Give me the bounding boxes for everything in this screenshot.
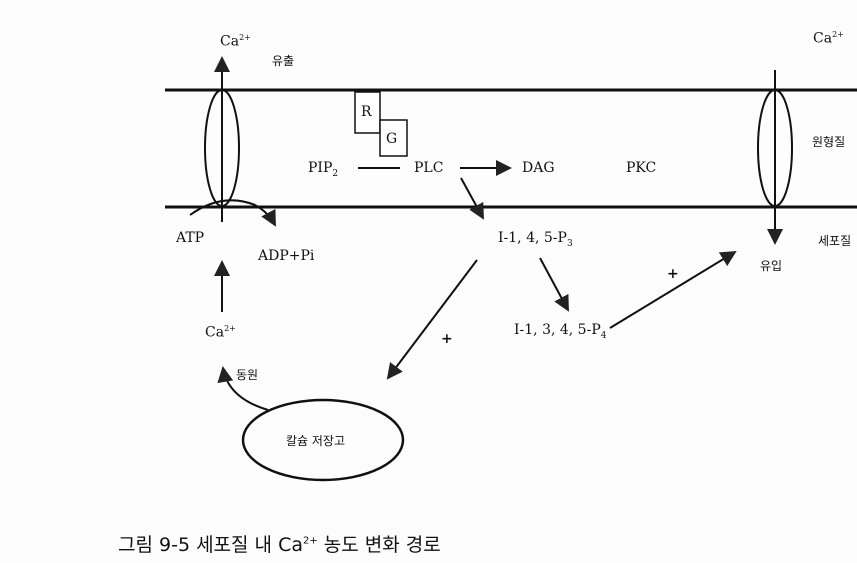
g-protein-label: G — [386, 131, 398, 147]
calcium-store-label: 칼슘 저장고 — [286, 434, 346, 448]
pip2-label: PIP2 — [308, 160, 339, 179]
mobilize-arrow — [217, 366, 269, 411]
atp-arrow — [189, 199, 276, 227]
g-protein-box — [379, 119, 408, 157]
adp-label: ADP+Pi — [258, 248, 315, 264]
receptor-label: R — [361, 104, 372, 120]
efflux-label: 유출 — [272, 54, 295, 68]
mobilize-label: 동원 — [236, 368, 259, 382]
ip3-label: I-1, 4, 5-P3 — [498, 230, 573, 249]
ca-label-top-right: Ca2+ — [813, 30, 844, 47]
atp-label: ATP — [176, 230, 205, 246]
influx-label: 유입 — [760, 259, 783, 273]
ca-label-top-left: Ca2+ — [220, 33, 251, 50]
plus-sign-store: + — [441, 331, 453, 347]
ip4-influx-arrow — [609, 250, 737, 329]
ip4-label: I-1, 3, 4, 5-P4 — [514, 322, 607, 341]
plc-label: PLC — [414, 160, 444, 176]
plus-sign-influx: + — [667, 266, 679, 282]
figure-caption: 그림 9-5 세포질 내 Ca2+ 농도 변화 경로 — [118, 534, 441, 556]
receptor-box — [354, 91, 381, 134]
calcium-store — [241, 398, 405, 482]
plasma-membrane-label: 원형질 — [812, 135, 846, 149]
cytoplasm-label: 세포질 — [818, 234, 852, 248]
ca-label-middle: Ca2+ — [205, 324, 236, 341]
pkc-label: PKC — [626, 160, 657, 176]
dag-label: DAG — [522, 160, 555, 176]
plc-ip3-arrow — [460, 177, 484, 220]
ip3-store-arrow — [386, 259, 478, 380]
ip3-ip4-arrow — [539, 257, 569, 312]
